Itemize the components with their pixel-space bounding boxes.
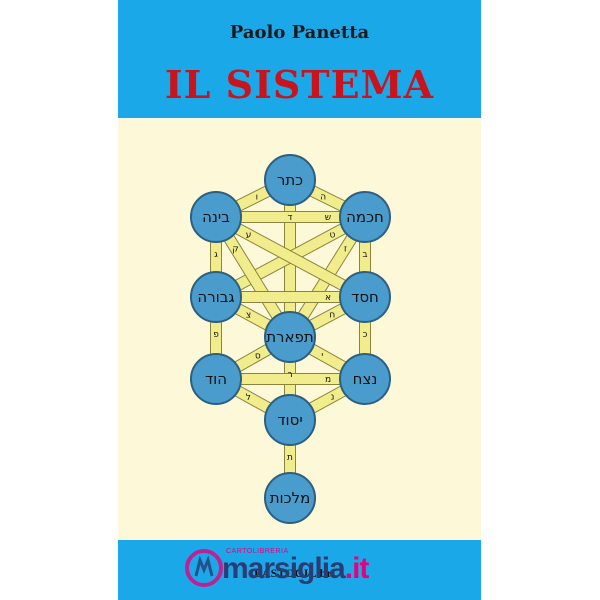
sefira-binah: בינה — [190, 191, 242, 243]
path-letter-gevurah-hod: פ — [213, 330, 219, 340]
sefira-label-chesed: חסד — [351, 288, 379, 306]
sefira-circle — [339, 353, 391, 405]
sefira-netzach: נצח — [339, 353, 391, 405]
path-letter-chokhmah-tiferet: ז — [344, 244, 347, 254]
store-watermark: CARTOLIBRERIA marsiglia.it — [184, 540, 369, 598]
book-title: IL SISTEMA — [164, 62, 435, 107]
sefira-circle — [190, 191, 242, 243]
sefira-yesod: יסוד — [264, 394, 316, 446]
sefira-circle — [264, 472, 316, 524]
path-letter-binah-chesed: ע — [246, 231, 252, 241]
sefira-label-yesod: יסוד — [277, 411, 302, 429]
path-letter-chesed-netzach: כ — [363, 330, 368, 340]
sefira-chesed: חסד — [339, 271, 391, 323]
sefira-label-gevurah: גבורה — [197, 288, 234, 306]
path-letter-keter-binah: ו — [256, 193, 258, 203]
path-band — [213, 212, 368, 302]
bottom-band — [118, 540, 481, 600]
store-tagline: CARTOLIBRERIA — [226, 548, 289, 555]
path-letter-hod-yesod: ל — [246, 393, 251, 403]
path-letter-netzach-hod: מ — [325, 375, 331, 385]
publisher-name: BASTOGILibri — [254, 566, 336, 580]
store-logo-icon — [185, 549, 223, 587]
path-letter-chokhmah-binah: ש — [325, 213, 331, 223]
path-letter-binah-tiferet: ק — [232, 244, 238, 254]
path-binah-chesed — [213, 211, 368, 303]
sefira-circle — [339, 191, 391, 243]
path-letter-tiferet-netzach: י — [321, 351, 323, 361]
path-letter-netzach-yesod: נ — [331, 393, 335, 403]
sefira-circle — [264, 394, 316, 446]
sefira-label-keter: כתר — [277, 171, 303, 189]
sefira-label-tiferet: תפארת — [266, 328, 314, 346]
sefira-label-hod: הוד — [205, 370, 227, 388]
sefira-label-binah: בינה — [202, 208, 230, 226]
path-letter-chokhmah-gevurah: ט — [329, 231, 335, 241]
sefira-hod: הוד — [190, 353, 242, 405]
sefira-label-netzach: נצח — [353, 370, 378, 388]
store-brand-name: marsiglia — [222, 552, 346, 585]
path-letter-keter-tiferet: ד — [288, 213, 293, 223]
sefira-circle — [190, 271, 242, 323]
sefira-label-malkhut: מלכות — [270, 489, 311, 507]
path-letter-yesod-malkhut: ת — [287, 453, 293, 463]
author-name: Paolo Panetta — [229, 22, 370, 43]
sefira-circle — [190, 353, 242, 405]
path-letter-tiferet-hod: ס — [255, 351, 261, 361]
path-letter-binah-gevurah: ג — [214, 250, 218, 260]
path-letter-tiferet-yesod: ר — [287, 370, 292, 380]
path-letter-chesed-tiferet: ח — [329, 310, 335, 320]
path-letter-chokhmah-chesed: ב — [362, 250, 367, 260]
sefira-keter: כתר — [264, 154, 316, 206]
sefira-chokhmah: חכמה — [339, 191, 391, 243]
path-letter-chesed-gevurah: א — [325, 293, 331, 303]
path-letter-keter-chokhmah: ה — [320, 192, 326, 202]
sefira-circle — [264, 154, 316, 206]
sefira-malkhut: מלכות — [264, 472, 316, 524]
sefira-label-chokhmah: חכמה — [346, 208, 384, 226]
store-tld: .it — [344, 552, 370, 585]
path-letter-gevurah-tiferet: צ — [246, 311, 251, 321]
sefira-circle — [264, 311, 316, 363]
top-band — [118, 0, 481, 118]
store-brand: marsiglia.it — [222, 552, 370, 586]
sefira-circle — [339, 271, 391, 323]
sefira-tiferet: תפארת — [264, 311, 316, 363]
sefira-gevurah: גבורה — [190, 271, 242, 323]
